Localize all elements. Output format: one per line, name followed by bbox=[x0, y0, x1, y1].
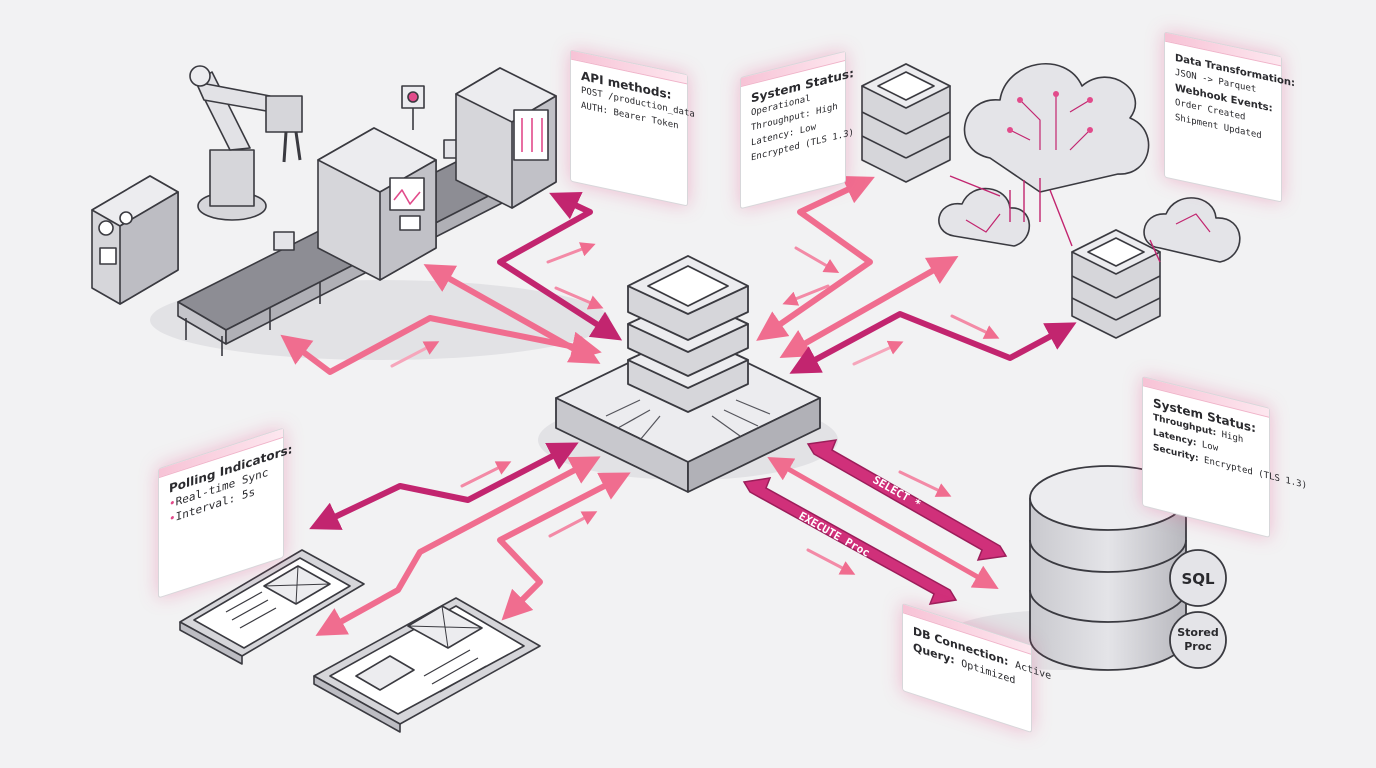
server-stack-right-icon bbox=[1071, 229, 1161, 339]
robot-arm-icon bbox=[189, 65, 303, 221]
central-integration-hub bbox=[555, 255, 821, 493]
sql-badge: SQL bbox=[1169, 549, 1227, 607]
arrow-hub-db-1 bbox=[767, 457, 999, 589]
inspection-machine-icon bbox=[317, 127, 437, 281]
tablet-icon bbox=[313, 597, 541, 733]
status-right-val-1: High bbox=[1221, 429, 1244, 446]
machine-cabinet-icon bbox=[401, 67, 557, 209]
arrow-servers-hub-1 bbox=[756, 176, 875, 341]
arrow-servers-hub-2 bbox=[779, 256, 959, 358]
arrow-api-hub bbox=[497, 192, 623, 341]
smartphone-icon bbox=[179, 549, 365, 665]
factory-equipment bbox=[91, 65, 557, 356]
arrow-hub-tablet-2 bbox=[497, 472, 631, 621]
query-arrow-execute: EXECUTE Proc bbox=[742, 477, 958, 605]
cloud-small-right-icon bbox=[1143, 197, 1241, 263]
cloud-small-left-icon bbox=[938, 187, 1031, 247]
system-status-top-card: System Status: Operational Throughput: H… bbox=[740, 50, 854, 210]
status-right-val-2: Low bbox=[1201, 439, 1219, 455]
server-stack-top-icon bbox=[861, 63, 951, 183]
control-panel-icon bbox=[91, 175, 179, 305]
database-cylinder-icon: SQL Stored Proc bbox=[1029, 465, 1227, 671]
hub-server-stack-icon bbox=[627, 255, 749, 413]
client-devices bbox=[179, 549, 541, 733]
api-methods-card: API methods: POST /production_data AUTH:… bbox=[570, 49, 695, 207]
stored-proc-label-1: Stored bbox=[1177, 626, 1219, 639]
arrow-factory-hub-2 bbox=[423, 264, 601, 364]
connectors bbox=[280, 176, 1077, 636]
cloud-infrastructure bbox=[861, 63, 1241, 339]
arrow-hub-phone bbox=[309, 442, 579, 530]
stored-proc-badge: Stored Proc bbox=[1169, 611, 1227, 669]
arrow-label-execute: EXECUTE Proc bbox=[797, 509, 873, 559]
data-transformation-card: Data Transformation: JSON -> Parquet Web… bbox=[1164, 31, 1295, 203]
stored-proc-label-2: Proc bbox=[1184, 640, 1212, 653]
sql-badge-label: SQL bbox=[1181, 570, 1215, 588]
cloud-large-icon bbox=[963, 63, 1150, 193]
arrow-cloud-hub bbox=[789, 311, 1077, 374]
